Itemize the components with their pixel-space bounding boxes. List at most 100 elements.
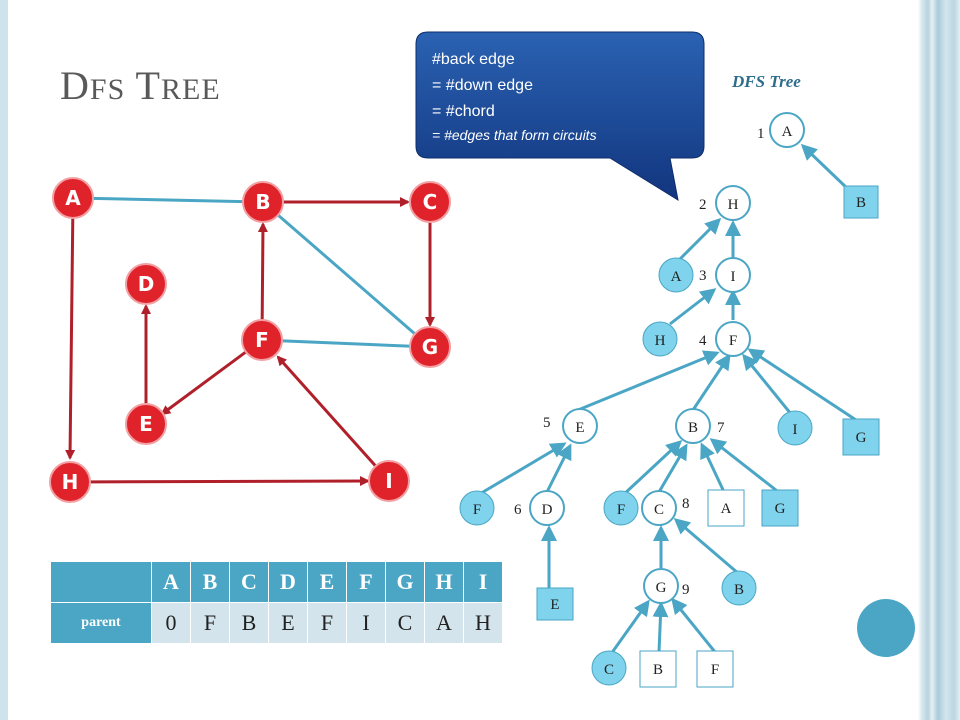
callout-bubble: #back edge = #down edge = #chord = #edge… [415, 31, 705, 202]
callout-line-3: = #chord [432, 103, 495, 120]
graph-back-edges [73, 196, 431, 349]
header-cell: A [151, 561, 191, 603]
back-ref-i-circle: I [777, 410, 813, 446]
graph-node-b: B [242, 181, 284, 223]
tree-node-e: E [562, 408, 598, 444]
tree-arrow-g-b [709, 438, 782, 496]
tree-node-f: F [715, 321, 751, 357]
back-ref-b-square-2: B [639, 650, 677, 688]
svg-text:B: B [734, 582, 744, 598]
dfs-tree-nodes: A H I F E D B C G [529, 112, 805, 604]
tree-arrow-c-b [657, 443, 688, 493]
header-cell: D [268, 561, 308, 603]
order-number-a: 1 [757, 126, 765, 142]
svg-text:G: G [775, 501, 786, 517]
header-cell: C [229, 561, 269, 603]
header-cell: H [424, 561, 464, 603]
tree-arrow-a-h [677, 217, 722, 262]
tree-arrow-b-a [800, 143, 851, 192]
graph-node-f: F [241, 319, 283, 361]
svg-text:C: C [654, 502, 664, 518]
graph-node-h: H [49, 461, 91, 503]
back-edge-f-g [261, 338, 431, 349]
value-cell: H [463, 602, 503, 644]
value-cell: A [424, 602, 464, 644]
tree-arrow-c-g [609, 599, 650, 655]
tree-node-d: D [529, 490, 565, 526]
svg-text:A: A [782, 124, 793, 140]
slide-left-border [0, 0, 8, 720]
tree-edge-i-f [276, 355, 391, 483]
order-number-c: 8 [682, 496, 690, 512]
header-cell: E [307, 561, 347, 603]
callout-line-4: = #edges that form circuits [432, 127, 597, 143]
back-ref-h-circle: H [642, 321, 678, 357]
back-ref-f-square: F [696, 650, 734, 688]
callout-line-1: #back edge [432, 51, 515, 68]
back-edge-a-b [73, 196, 264, 204]
tree-node-i: I [715, 257, 751, 293]
back-edge-b-g [262, 200, 431, 349]
back-ref-e-square: E [536, 587, 574, 621]
dfs-back-references: B A H I G F E F A G B C B F [459, 185, 880, 688]
parent-table-header-row: A B C D E F G H I [50, 561, 503, 603]
dfs-tree-caption: DFS Tree [732, 72, 801, 91]
tree-arrow-f-g [671, 597, 717, 653]
graph-node-i: I [368, 460, 410, 502]
svg-text:F: F [711, 662, 719, 678]
back-ref-g-square: G [842, 418, 880, 456]
parent-table-value-row: parent 0 F B E F I C A H [50, 602, 503, 644]
svg-text:C: C [604, 662, 614, 678]
svg-text:I: I [731, 269, 736, 285]
tree-arrow-b-c [673, 518, 740, 576]
tree-arrow-b-g [652, 601, 669, 653]
back-ref-c-circle: C [591, 650, 627, 686]
tree-arrow-f-b [620, 439, 683, 498]
svg-text:I: I [793, 422, 798, 438]
svg-text:D: D [542, 502, 553, 518]
value-cell: 0 [151, 602, 191, 644]
tree-arrow-e-f [577, 350, 720, 412]
graph-node-a: A [52, 177, 94, 219]
graph-node-d: D [125, 263, 167, 305]
tree-arrow-a-b [700, 442, 727, 495]
value-cell: C [385, 602, 425, 644]
value-cell: I [346, 602, 386, 644]
svg-text:B: B [255, 190, 270, 214]
svg-text:F: F [729, 333, 737, 349]
svg-text:B: B [688, 420, 698, 436]
svg-text:G: G [656, 580, 667, 596]
order-number-b: 7 [717, 420, 725, 436]
parent-table-corner [50, 561, 152, 603]
back-ref-f-circle-2: F [603, 490, 639, 526]
parent-table: A B C D E F G H I parent 0 F B E F I C A… [50, 561, 503, 644]
order-number-e: 5 [543, 415, 551, 431]
tree-arrow-f-e [477, 442, 567, 497]
value-cell: E [268, 602, 308, 644]
svg-text:G: G [856, 430, 867, 446]
svg-text:D: D [138, 272, 155, 296]
parent-row-label: parent [50, 602, 152, 644]
back-ref-a-circle: A [658, 257, 694, 293]
value-cell: F [190, 602, 230, 644]
decorative-circle [857, 599, 915, 657]
graph-node-g: G [409, 326, 451, 368]
value-cell: B [229, 602, 269, 644]
svg-text:F: F [473, 502, 481, 518]
order-number-d: 6 [514, 502, 522, 518]
tree-node-g: G [643, 568, 679, 604]
slide-title: DFS TREE [60, 62, 221, 109]
tree-arrow-h-i [669, 288, 717, 326]
graph-node-e: E [125, 403, 167, 445]
tree-edge-h-i [69, 476, 370, 487]
back-ref-f-circle: F [459, 490, 495, 526]
order-number-h: 2 [699, 197, 707, 213]
back-ref-g-square-2: G [761, 489, 799, 527]
header-cell: F [346, 561, 386, 603]
back-ref-b-square: B [843, 185, 879, 219]
svg-text:A: A [721, 501, 732, 517]
callout-line-2: = #down edge [432, 77, 533, 94]
svg-text:C: C [423, 190, 438, 214]
svg-text:E: E [550, 597, 559, 613]
graph-node-c: C [409, 181, 451, 223]
